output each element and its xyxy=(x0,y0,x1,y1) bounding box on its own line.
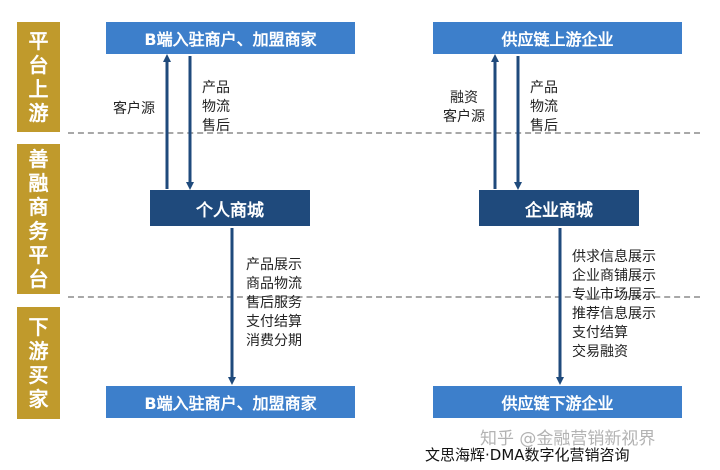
side-label-downstream-text: 下游 买家 xyxy=(28,315,49,411)
right-bottom-supplier-box: 供应链下游企业 xyxy=(433,386,682,418)
left-up-label: 客户源 xyxy=(113,101,155,117)
footer-credit: 文思海辉·DMA数字化营销咨询 xyxy=(425,446,630,464)
side-label-platform: 善融 商务 平台 xyxy=(17,144,60,294)
right-top-supplier-text: 供应链上游企业 xyxy=(501,30,614,49)
right-top-supplier-box: 供应链上游企业 xyxy=(433,22,682,54)
personal-mall-text: 个人商城 xyxy=(196,200,264,221)
right-service-list: 供求信息展示 企业商铺展示 专业市场展示 推荐信息展示 支付结算 交易融资 xyxy=(572,249,656,360)
side-label-upstream: 平台 上游 xyxy=(17,22,60,132)
enterprise-mall-text: 企业商城 xyxy=(525,200,593,221)
personal-mall-box: 个人商城 xyxy=(150,190,310,226)
left-down-label: 产品 物流 售后 xyxy=(202,80,230,134)
right-bottom-supplier-text: 供应链下游企业 xyxy=(501,394,614,413)
side-label-platform-text: 善融 商务 平台 xyxy=(28,147,49,291)
separator-lower xyxy=(68,296,700,298)
left-top-merchant-text: B端入驻商户、加盟商家 xyxy=(144,30,317,49)
side-label-downstream: 下游 买家 xyxy=(17,307,60,419)
left-bottom-merchant-text: B端入驻商户、加盟商家 xyxy=(144,394,317,413)
right-up-label: 融资 客户源 xyxy=(443,90,485,125)
left-top-merchant-box: B端入驻商户、加盟商家 xyxy=(106,22,355,54)
left-service-list: 产品展示 商品物流 售后服务 支付结算 消费分期 xyxy=(246,257,302,349)
left-bottom-merchant-box: B端入驻商户、加盟商家 xyxy=(106,386,355,418)
enterprise-mall-box: 企业商城 xyxy=(479,190,639,226)
separator-upper xyxy=(68,132,700,134)
side-label-upstream-text: 平台 上游 xyxy=(28,29,49,125)
right-down-label: 产品 物流 售后 xyxy=(530,80,558,134)
zhihu-watermark: 知乎 @金融营销新视界 xyxy=(480,429,656,449)
